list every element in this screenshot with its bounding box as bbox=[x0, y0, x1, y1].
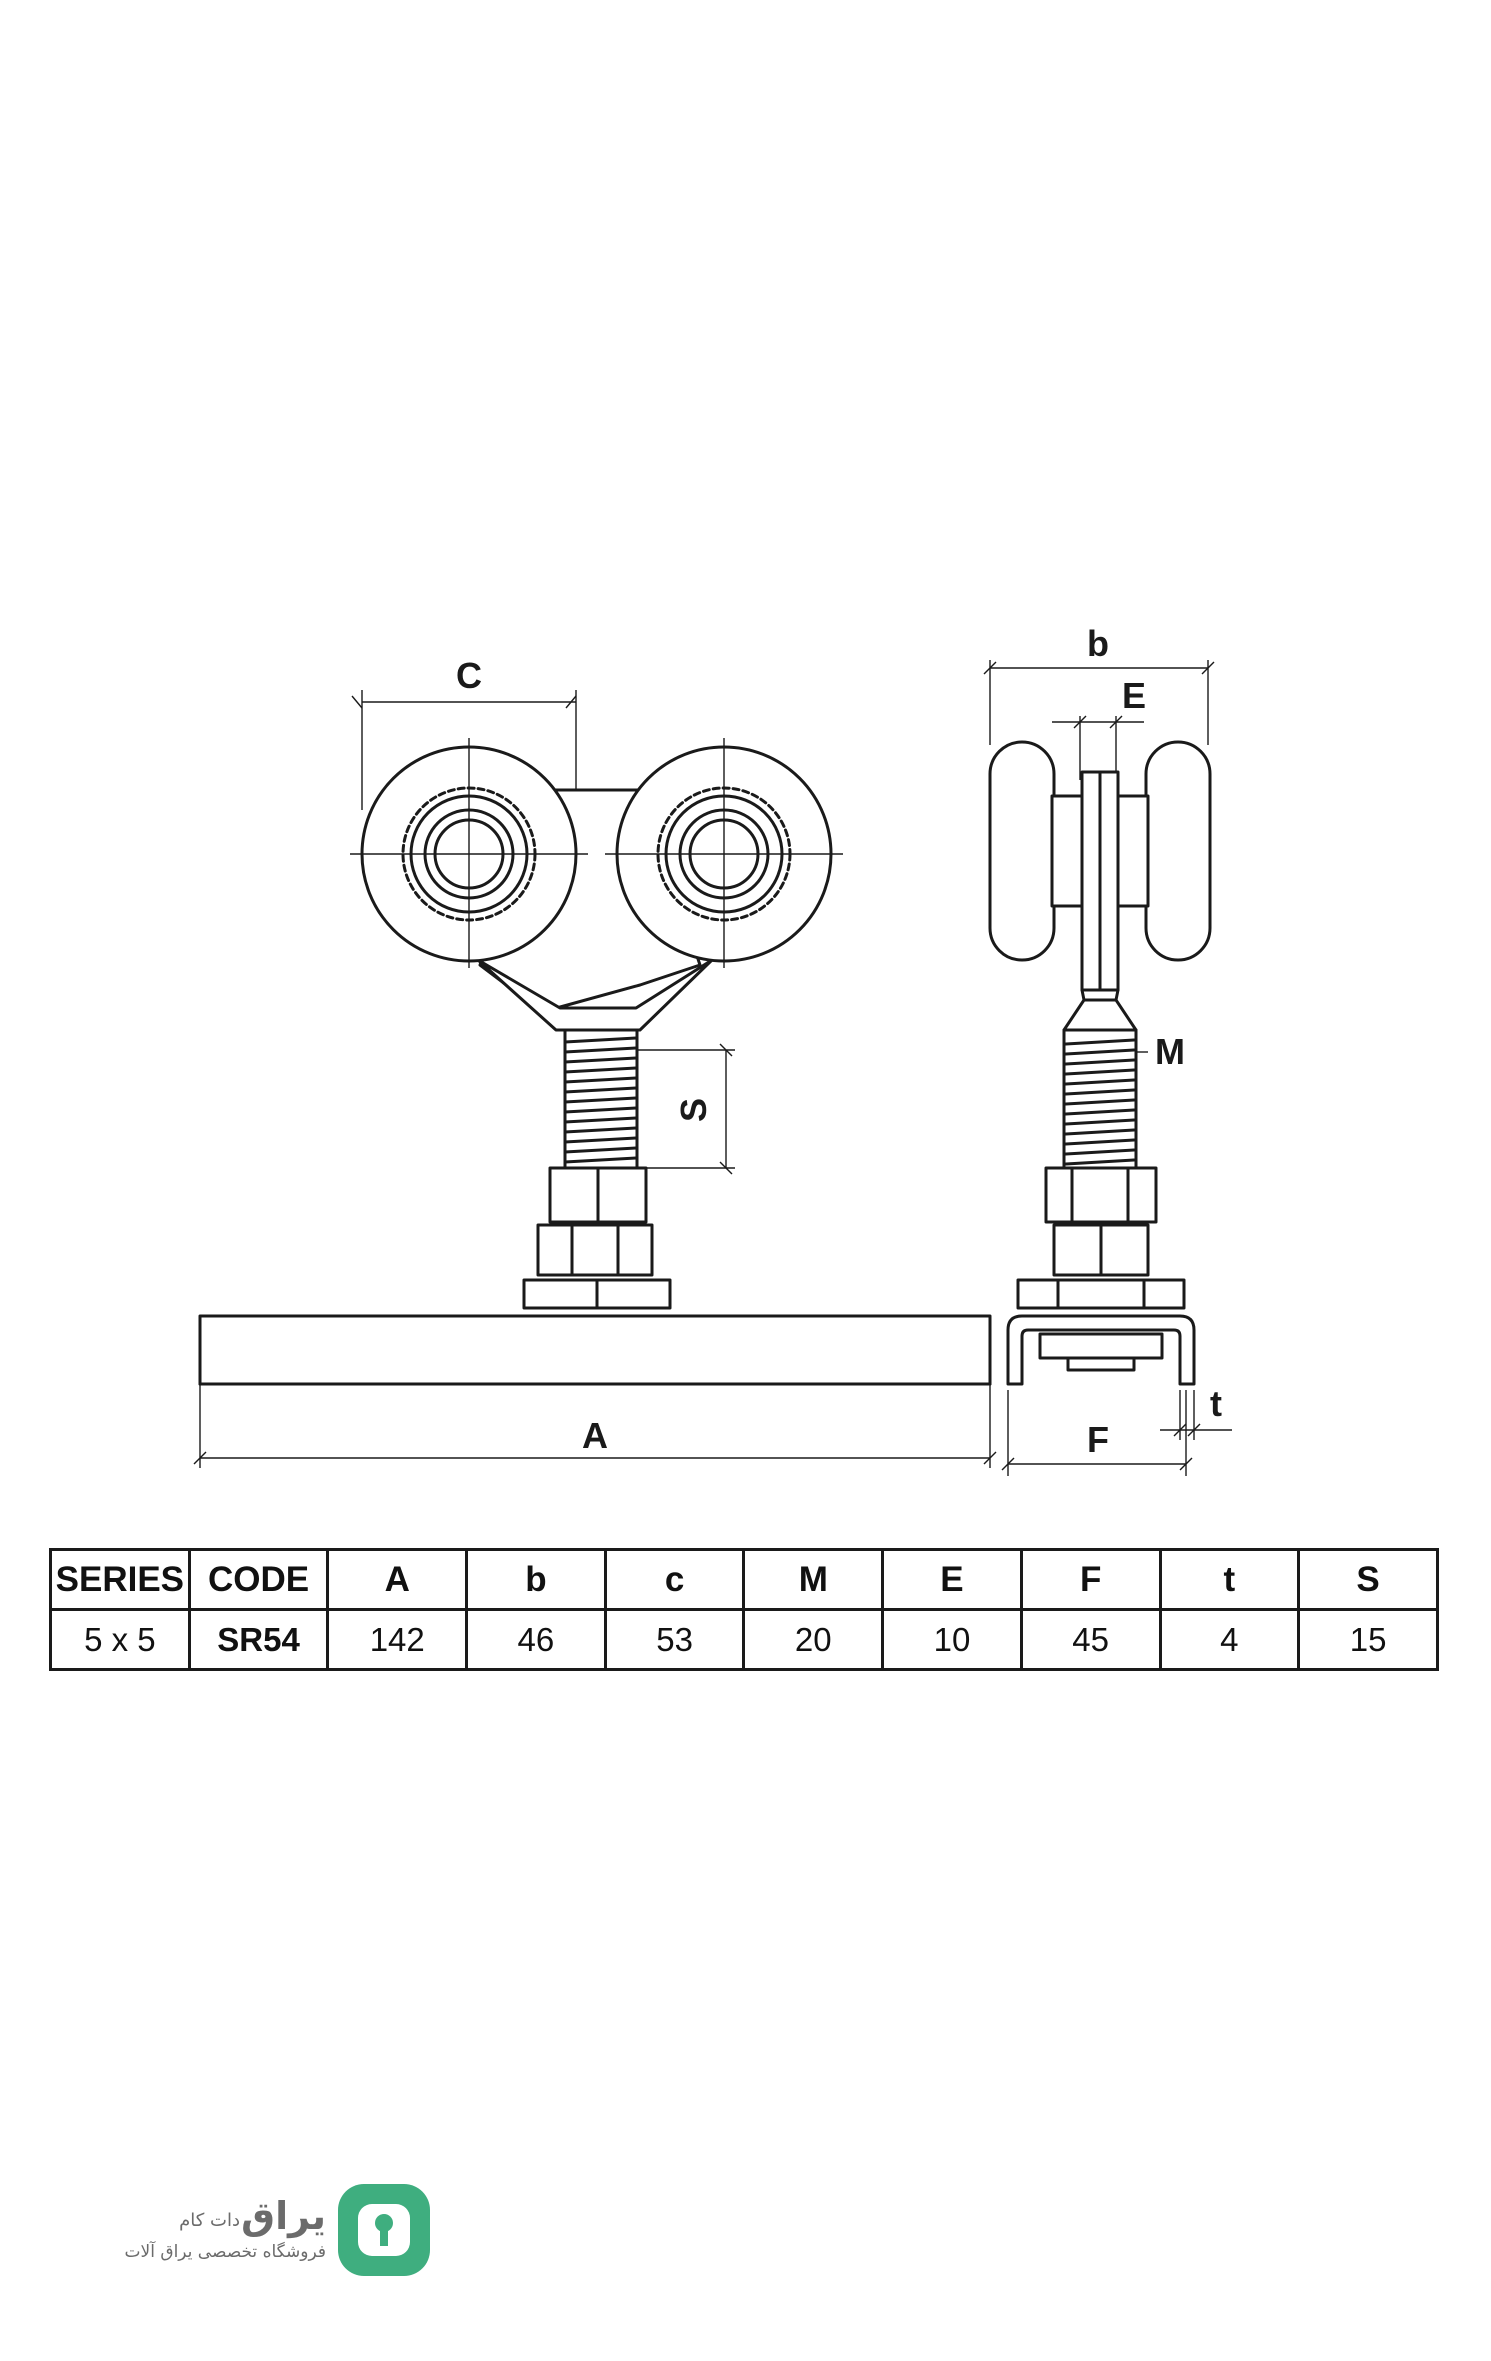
dim-label-m: M bbox=[1155, 1031, 1185, 1072]
dim-label-s: S bbox=[673, 1098, 714, 1122]
dimension-s bbox=[637, 1043, 735, 1175]
value-code: SR54 bbox=[187, 1608, 330, 1671]
side-hub-left bbox=[1050, 794, 1084, 908]
header-series: SERIES bbox=[49, 1548, 191, 1611]
value-m: 20 bbox=[742, 1608, 885, 1671]
spec-table: SERIES CODE A b c M E F t S 5 x 5 SR54 1… bbox=[49, 1548, 1439, 1671]
dim-label-b: b bbox=[1087, 623, 1109, 664]
keyhole-logo-icon bbox=[338, 2184, 430, 2276]
value-a: 142 bbox=[326, 1608, 469, 1671]
spec-value-row: 5 x 5 SR54 142 46 53 20 10 45 4 15 bbox=[49, 1608, 1439, 1671]
dim-label-t: t bbox=[1210, 1383, 1222, 1424]
side-wheel-right bbox=[1144, 740, 1212, 962]
side-nuts bbox=[1016, 1166, 1186, 1310]
header-t: t bbox=[1158, 1548, 1301, 1611]
header-code: CODE bbox=[187, 1548, 330, 1611]
dim-label-f: F bbox=[1087, 1419, 1109, 1460]
dimension-t bbox=[1160, 1390, 1232, 1440]
spec-header-row: SERIES CODE A b c M E F t S bbox=[49, 1548, 1439, 1611]
front-wheel-left bbox=[350, 738, 588, 968]
header-e: E bbox=[881, 1548, 1023, 1611]
value-c: 53 bbox=[603, 1608, 746, 1671]
value-e: 10 bbox=[881, 1608, 1023, 1671]
dim-label-e: E bbox=[1122, 675, 1146, 716]
front-wheel-right bbox=[605, 738, 843, 968]
value-t: 4 bbox=[1158, 1608, 1301, 1671]
brand-tagline: فروشگاه تخصصی یراق آلات bbox=[124, 2242, 326, 2262]
value-series: 5 x 5 bbox=[49, 1608, 191, 1671]
side-track-channel bbox=[1006, 1314, 1196, 1386]
dimension-f bbox=[1001, 1390, 1193, 1476]
front-track bbox=[198, 1314, 992, 1386]
dim-label-c: C bbox=[456, 655, 482, 696]
value-f: 45 bbox=[1019, 1608, 1162, 1671]
header-f: F bbox=[1019, 1548, 1162, 1611]
side-wheel-left bbox=[988, 740, 1056, 962]
header-a: A bbox=[326, 1548, 469, 1611]
side-center-plate bbox=[1080, 770, 1120, 1002]
brand-name: یراق bbox=[241, 2194, 326, 2238]
threaded-stem bbox=[563, 1028, 639, 1170]
value-b: 46 bbox=[465, 1608, 607, 1671]
header-c: c bbox=[603, 1548, 746, 1611]
side-threaded-stem bbox=[1062, 998, 1138, 1170]
header-m: M bbox=[742, 1548, 885, 1611]
header-b: b bbox=[465, 1548, 607, 1611]
front-nuts bbox=[522, 1166, 672, 1310]
value-s: 15 bbox=[1297, 1608, 1439, 1671]
side-hub-right bbox=[1116, 794, 1150, 908]
dim-label-a: A bbox=[582, 1415, 608, 1456]
brand-suffix: دات کام bbox=[179, 2210, 240, 2231]
header-s: S bbox=[1297, 1548, 1439, 1611]
side-view: b E M bbox=[983, 623, 1232, 1476]
front-view: C bbox=[193, 655, 997, 1468]
brand-logo: یراق دات کام فروشگاه تخصصی یراق آلات bbox=[100, 2180, 430, 2280]
dimension-a bbox=[193, 1384, 997, 1468]
dimension-b bbox=[983, 660, 1215, 745]
dimension-e bbox=[1052, 715, 1144, 780]
